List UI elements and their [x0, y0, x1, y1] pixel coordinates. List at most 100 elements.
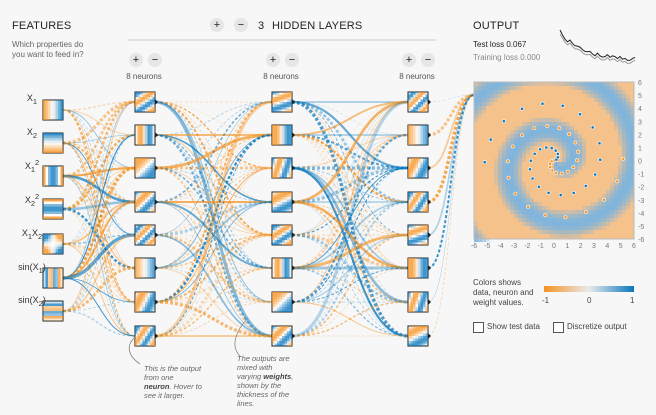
neuron-node[interactable]	[134, 91, 156, 113]
weight-link[interactable]	[291, 201, 409, 337]
weight-link[interactable]	[62, 208, 136, 337]
weight-link[interactable]	[154, 134, 273, 269]
weight-link[interactable]	[62, 100, 136, 178]
remove-neuron-layer3-button[interactable]: −	[421, 53, 435, 67]
weight-link[interactable]	[154, 233, 273, 338]
neuron-node[interactable]	[271, 291, 293, 313]
remove-layer-button[interactable]: −	[234, 18, 248, 32]
weight-link[interactable]	[154, 167, 273, 337]
weight-link[interactable]	[154, 301, 273, 337]
neuron-node[interactable]	[407, 325, 429, 347]
weight-link[interactable]	[62, 233, 136, 280]
weight-link[interactable]	[62, 277, 136, 337]
weight-link[interactable]	[154, 167, 273, 303]
weight-link[interactable]	[62, 133, 136, 211]
neuron-node[interactable]	[271, 124, 293, 146]
weight-link[interactable]	[291, 167, 409, 236]
neuron-node[interactable]	[134, 224, 156, 246]
weight-link[interactable]	[62, 101, 136, 312]
feature-node[interactable]	[42, 300, 64, 322]
weight-link[interactable]	[427, 94, 475, 269]
weight-link[interactable]	[291, 167, 409, 236]
weight-link[interactable]	[291, 100, 409, 204]
neuron-node[interactable]	[271, 91, 293, 113]
weight-link[interactable]	[154, 101, 273, 236]
weight-link[interactable]	[427, 94, 475, 337]
add-layer-button[interactable]: +	[210, 18, 224, 32]
feature-node[interactable]	[42, 233, 64, 255]
weight-link[interactable]	[62, 100, 136, 145]
weight-link[interactable]	[154, 101, 273, 136]
weight-link[interactable]	[291, 134, 409, 269]
weight-link[interactable]	[62, 310, 136, 337]
weight-link[interactable]	[291, 167, 409, 303]
weight-link[interactable]	[291, 133, 409, 304]
weight-link[interactable]	[154, 201, 273, 337]
neuron-node[interactable]	[407, 157, 429, 179]
weight-link[interactable]	[291, 134, 409, 337]
weight-link[interactable]	[62, 267, 136, 279]
weight-link[interactable]	[154, 300, 273, 338]
remove-neuron-layer1-button[interactable]: −	[148, 53, 162, 67]
weight-link[interactable]	[62, 101, 136, 279]
neuron-node[interactable]	[134, 257, 156, 279]
weight-link[interactable]	[154, 267, 273, 303]
weight-link[interactable]	[291, 133, 409, 204]
weight-link[interactable]	[291, 134, 409, 203]
weight-link[interactable]	[62, 100, 136, 211]
feature-node[interactable]	[42, 198, 64, 220]
weight-link[interactable]	[154, 167, 273, 337]
weight-link[interactable]	[154, 134, 273, 203]
weight-link[interactable]	[154, 101, 273, 203]
output-heatmap[interactable]	[473, 81, 635, 242]
weight-link[interactable]	[62, 201, 136, 312]
weight-link[interactable]	[291, 133, 409, 270]
neuron-node[interactable]	[134, 124, 156, 146]
weight-link[interactable]	[62, 141, 136, 204]
weight-link[interactable]	[291, 101, 409, 236]
weight-link[interactable]	[291, 234, 409, 303]
feature-node[interactable]	[42, 132, 64, 154]
weight-link[interactable]	[154, 167, 273, 269]
neuron-node[interactable]	[407, 124, 429, 146]
weight-link[interactable]	[62, 234, 136, 312]
neuron-node[interactable]	[407, 257, 429, 279]
neuron-node[interactable]	[407, 291, 429, 313]
add-neuron-layer3-button[interactable]: +	[402, 53, 416, 67]
weight-link[interactable]	[62, 134, 136, 144]
neuron-node[interactable]	[271, 224, 293, 246]
weight-link[interactable]	[291, 233, 409, 304]
weight-link[interactable]	[291, 234, 409, 337]
weight-link[interactable]	[291, 267, 409, 337]
weight-link[interactable]	[291, 233, 409, 270]
weight-link[interactable]	[62, 167, 136, 210]
weight-link[interactable]	[291, 100, 409, 338]
weight-link[interactable]	[62, 174, 136, 204]
neuron-node[interactable]	[407, 91, 429, 113]
weight-link[interactable]	[291, 301, 409, 337]
weight-link[interactable]	[154, 134, 273, 337]
show-test-data-checkbox[interactable]	[473, 322, 484, 333]
weight-link[interactable]	[291, 101, 409, 136]
neuron-node[interactable]	[271, 191, 293, 213]
weight-link[interactable]	[62, 266, 136, 313]
weight-link[interactable]	[154, 101, 273, 169]
neuron-node[interactable]	[271, 325, 293, 347]
neuron-node[interactable]	[134, 191, 156, 213]
weight-link[interactable]	[291, 101, 409, 269]
neuron-node[interactable]	[271, 157, 293, 179]
discretize-output-checkbox[interactable]	[553, 322, 564, 333]
weight-link[interactable]	[291, 101, 409, 303]
neuron-node[interactable]	[134, 157, 156, 179]
weight-link[interactable]	[62, 277, 136, 303]
weight-link[interactable]	[154, 101, 273, 303]
add-neuron-layer1-button[interactable]: +	[129, 53, 143, 67]
weight-link[interactable]	[154, 267, 273, 337]
add-neuron-layer2-button[interactable]: +	[266, 53, 280, 67]
weight-link[interactable]	[154, 233, 273, 304]
weight-link[interactable]	[62, 207, 136, 270]
weight-link[interactable]	[154, 101, 273, 236]
weight-link[interactable]	[154, 267, 273, 303]
weight-link[interactable]	[154, 233, 273, 304]
feature-node[interactable]	[42, 99, 64, 121]
